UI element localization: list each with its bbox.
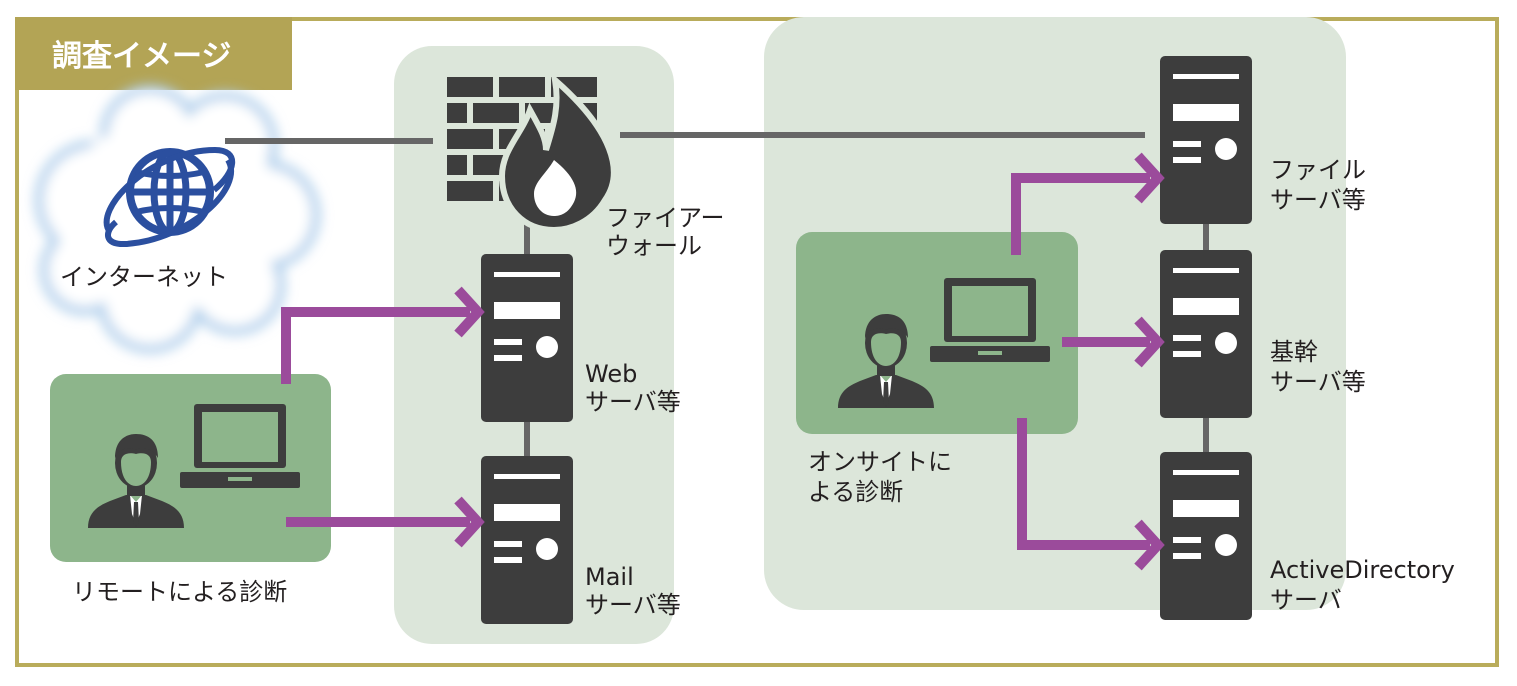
onsite-arrows [1011, 152, 1165, 571]
remote-laptop-icon [180, 404, 300, 488]
onsite-laptop-icon [930, 278, 1050, 362]
internet-label: インターネット [60, 263, 228, 291]
mail-server-icon [481, 456, 573, 624]
remote-diagnosis-box [50, 374, 331, 562]
remote-arrows [281, 286, 485, 548]
title-tab [15, 17, 292, 90]
file-server-label-1: ファイル [1270, 156, 1366, 184]
web-server-icon [481, 254, 573, 422]
ad-server-label-2: サーバ [1270, 586, 1342, 614]
mail-server-label-1: Mail [585, 563, 634, 591]
ad-server-label-1: ActiveDirectory [1270, 556, 1455, 584]
globe-icon [103, 146, 236, 248]
mail-server-label-2: サーバ等 [585, 591, 681, 619]
firewall-label-1: ファイアー [606, 204, 725, 232]
remote-label: リモートによる診断 [72, 578, 287, 606]
web-server-label-1: Web [585, 360, 637, 388]
file-server-icon [1160, 56, 1252, 224]
core-server-label-2: サーバ等 [1270, 368, 1366, 396]
web-server-label-2: サーバ等 [585, 388, 681, 416]
firewall-icon [447, 72, 617, 234]
diagram-title: 調査イメージ [52, 39, 231, 74]
onsite-label-2: よる診断 [808, 478, 903, 506]
core-server-label-1: 基幹 [1270, 338, 1318, 366]
ad-server-icon [1160, 452, 1252, 620]
file-server-label-2: サーバ等 [1270, 186, 1366, 214]
onsite-label-1: オンサイトに [808, 448, 952, 476]
firewall-label-2: ウォール [606, 232, 702, 260]
core-server-icon [1160, 250, 1252, 418]
cloud-shape [35, 85, 320, 353]
